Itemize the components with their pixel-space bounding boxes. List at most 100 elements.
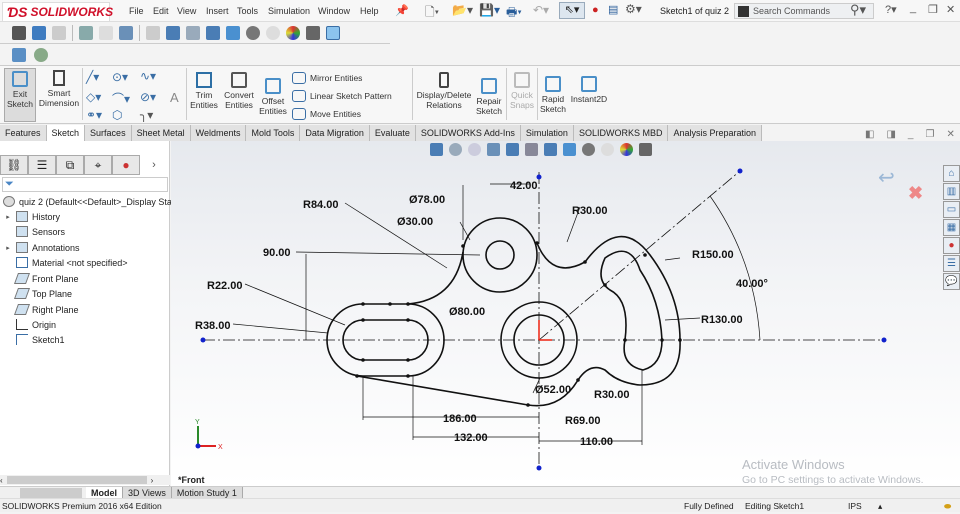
polygon-icon[interactable]: ⬡: [112, 108, 123, 122]
undo-icon[interactable]: ↶▾: [533, 3, 550, 17]
display-style-icon[interactable]: [563, 143, 576, 156]
scene-icon[interactable]: [286, 25, 300, 40]
dim-r150[interactable]: R150.00: [692, 249, 734, 261]
cancel-sketch-icon[interactable]: ✖: [908, 183, 924, 203]
search-icon[interactable]: ⚲▾: [850, 2, 867, 17]
ellipse-icon[interactable]: ⊘▾: [140, 90, 157, 104]
tab-features[interactable]: Features: [0, 125, 47, 141]
display-delete-relations-button[interactable]: Display/Delete Relations: [416, 70, 472, 110]
rapid-sketch-button[interactable]: Rapid Sketch: [539, 74, 567, 114]
edit-appearance-icon[interactable]: [601, 143, 614, 156]
previous-view-icon[interactable]: [487, 143, 500, 156]
dynamic-annotation-icon[interactable]: [166, 25, 180, 40]
zoom-to-fit-icon[interactable]: [449, 143, 462, 156]
offset-entities-button[interactable]: Offset Entities: [258, 76, 288, 116]
zoom-icon[interactable]: [186, 25, 200, 40]
dim-90[interactable]: 90.00: [263, 247, 291, 259]
quick-snaps-button[interactable]: Quick Snaps: [508, 70, 536, 110]
menu-help[interactable]: Help: [360, 6, 379, 16]
display-manager-tab-icon[interactable]: ●: [112, 155, 140, 175]
zoom-to-area-icon[interactable]: [468, 143, 481, 156]
confirm-exit-sketch-icon[interactable]: ↩: [878, 167, 895, 189]
minimize-button[interactable]: _: [910, 2, 917, 14]
tab-sketch[interactable]: Sketch: [46, 125, 86, 141]
restore-button[interactable]: ❐: [928, 4, 938, 16]
tab-solidworks-mbd[interactable]: SOLIDWORKS MBD: [573, 125, 669, 141]
section-view-icon[interactable]: [146, 25, 160, 40]
tree-item-material[interactable]: Material <not specified>: [4, 255, 128, 270]
view-orientation-icon[interactable]: [206, 25, 220, 40]
copy-view-icon[interactable]: [52, 25, 66, 40]
menu-file[interactable]: File: [129, 6, 144, 16]
instant2d-button[interactable]: Instant2D: [570, 74, 608, 104]
dim-r38[interactable]: R38.00: [195, 320, 230, 332]
line-icon[interactable]: ╱▾: [86, 70, 100, 84]
tab-scroll-buttons[interactable]: [20, 487, 82, 498]
tree-item-right-plane[interactable]: Right Plane: [4, 302, 79, 317]
units-selector[interactable]: IPS: [848, 501, 862, 511]
dim-42[interactable]: 42.00: [510, 180, 538, 192]
section-view-icon[interactable]: [506, 143, 519, 156]
mirror-entities-button[interactable]: Mirror Entities: [292, 72, 362, 84]
rectangle-icon[interactable]: ◇▾: [86, 90, 102, 104]
tab-surfaces[interactable]: Surfaces: [85, 125, 132, 141]
tab-motion-study-1[interactable]: Motion Study 1: [171, 486, 243, 499]
dimxpert-manager-tab-icon[interactable]: ⌖: [84, 155, 112, 175]
tile-right-icon[interactable]: ◨: [886, 129, 896, 140]
view-settings-icon[interactable]: [306, 25, 320, 40]
menu-view[interactable]: View: [177, 6, 197, 16]
search-commands[interactable]: Search Commands: [734, 3, 874, 19]
scroll-left-icon[interactable]: ‹: [0, 475, 3, 485]
convert-entities-button[interactable]: Convert Entities: [222, 70, 256, 110]
menu-edit[interactable]: Edit: [153, 6, 169, 16]
menu-tools[interactable]: Tools: [237, 6, 259, 16]
doc-restore-button[interactable]: ❐: [925, 129, 935, 140]
dim-dia30[interactable]: Ø30.00: [397, 216, 433, 228]
open-icon[interactable]: 📂▾: [452, 3, 473, 17]
dim-dia80[interactable]: Ø80.00: [449, 306, 485, 318]
dim-110[interactable]: 110.00: [580, 436, 613, 448]
dim-dia78[interactable]: Ø78.00: [409, 194, 445, 206]
tree-root[interactable]: quiz 2 (Default<<Default>_Display State: [3, 194, 179, 209]
feature-manager-tab-icon[interactable]: ⛓: [0, 155, 28, 175]
tab-simulation[interactable]: Simulation: [520, 125, 574, 141]
link-icon[interactable]: [12, 47, 26, 62]
rebuild-icon[interactable]: ●: [592, 4, 599, 16]
fillet-icon[interactable]: ╮▾: [140, 108, 154, 122]
record-icon[interactable]: [32, 25, 46, 40]
options-gear-icon[interactable]: ⚙▾: [625, 2, 642, 16]
tag-icon[interactable]: ⬬: [944, 501, 952, 511]
file-properties-icon[interactable]: ▤: [608, 4, 619, 16]
tile-left-icon[interactable]: ◧: [865, 129, 875, 140]
slot-icon[interactable]: ⚭▾: [86, 108, 103, 122]
zoom-area-icon[interactable]: [99, 25, 113, 40]
dim-r30-bottom[interactable]: R30.00: [594, 389, 629, 401]
menu-insert[interactable]: Insert: [206, 6, 229, 16]
display-style-icon[interactable]: [226, 25, 240, 40]
dim-r22[interactable]: R22.00: [207, 280, 242, 292]
tab-mold-tools[interactable]: Mold Tools: [246, 125, 301, 141]
edit-appearance-icon[interactable]: [266, 25, 280, 40]
tab-solidworks-addins[interactable]: SOLIDWORKS Add-Ins: [415, 125, 521, 141]
units-dropdown-icon[interactable]: ▴: [878, 501, 883, 511]
dim-r69[interactable]: R69.00: [565, 415, 600, 427]
tree-item-front-plane[interactable]: Front Plane: [4, 271, 79, 286]
smart-dimension-button[interactable]: Smart Dimension: [38, 68, 80, 108]
close-button[interactable]: ✕: [946, 4, 956, 16]
sketch-drawing[interactable]: 42.00 R84.00 Ø78.00 Ø30.00 R30.00 90.00 …: [171, 141, 960, 486]
spline-icon[interactable]: ∿▾: [140, 69, 157, 83]
configuration-manager-tab-icon[interactable]: ⧉: [56, 155, 84, 175]
expand-icon[interactable]: ▸: [6, 244, 10, 252]
tab-sheet-metal[interactable]: Sheet Metal: [131, 125, 191, 141]
tree-item-history[interactable]: ▸History: [4, 209, 60, 224]
print-icon[interactable]: 🖶▾: [506, 5, 522, 19]
tab-evaluate[interactable]: Evaluate: [369, 125, 416, 141]
view-orientation-icon[interactable]: [544, 143, 557, 156]
apply-scene-icon[interactable]: [620, 143, 633, 156]
dim-186[interactable]: 186.00: [443, 413, 477, 425]
dim-132[interactable]: 132.00: [454, 432, 488, 444]
pin-icon[interactable]: 📌: [395, 5, 409, 17]
dim-angle40[interactable]: 40.00°: [736, 278, 768, 290]
text-icon[interactable]: A: [170, 90, 179, 105]
